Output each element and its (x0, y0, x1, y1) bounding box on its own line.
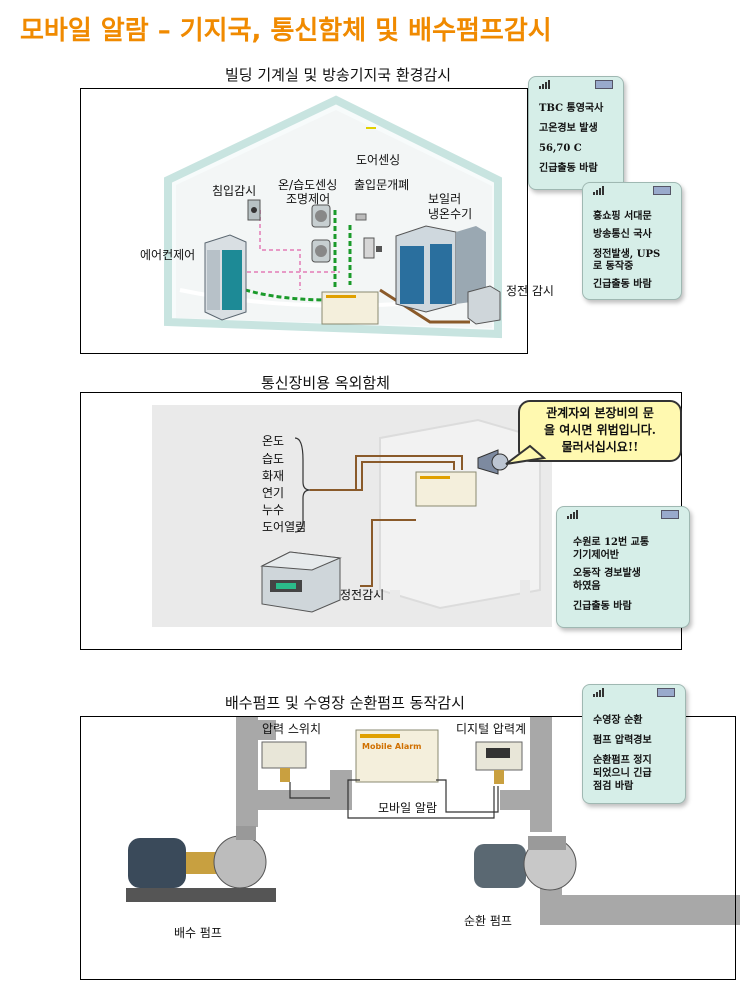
section3-frame (80, 716, 736, 980)
label-power-fail-1: 정전 감시 (506, 284, 554, 298)
sensor-label: 연기 (262, 486, 285, 500)
battery-icon (595, 80, 613, 89)
phone2-line: 긴급출동 바람 (593, 279, 652, 290)
phone1-line: 56,70 C (539, 143, 582, 154)
phone3-line: 수원로 12번 교통 (573, 537, 650, 548)
label-pressure-switch: 압력 스위치 (262, 722, 322, 736)
door-sensor-icon (355, 213, 367, 221)
signal-icon (593, 186, 604, 195)
bubble-line: 물러서십시요!! (561, 440, 639, 454)
aircon-unit-icon (204, 234, 247, 321)
bubble-line: 관계자외 본장비의 문 (546, 406, 654, 420)
mobile-alarm-device-3 (355, 729, 439, 783)
signal-icon (539, 80, 550, 89)
phone3-line: 긴급출동 바람 (573, 601, 632, 612)
signal-icon (567, 510, 578, 519)
device-brand: Mobile Alarm (362, 742, 422, 751)
phone-alert-1: TBC 통영국사 고온경보 발생 56,70 C 긴급출동 바람 (528, 76, 624, 190)
section1-title: 빌딩 기계실 및 방송기지국 환경감시 (225, 66, 452, 84)
label-power-fail-2: 정전감시 (340, 588, 385, 602)
section3-title: 배수펌프 및 수영장 순환펌프 동작감시 (225, 694, 465, 712)
label-circ-pump: 순환 펌프 (464, 914, 512, 928)
phone4-line: 수영장 순환 (593, 715, 643, 726)
drain-pump-icon (126, 826, 276, 902)
phone1-line: 고온경보 발생 (539, 123, 598, 134)
phone2-line: 정전발생, UPS (593, 249, 661, 260)
label-access-control: 출입문개폐 (354, 178, 410, 192)
ups-generator-icon (260, 551, 342, 613)
label-boiler: 보일러 (428, 192, 462, 206)
phone4-line: 되었으니 긴급 (593, 768, 652, 779)
page-title: 모바일 알람 – 기지국, 통신함체 및 배수펌프감시 (20, 16, 552, 46)
phone4-line: 점검 바람 (593, 781, 634, 792)
phone3-line: 하였음 (573, 581, 601, 592)
phone1-line: 긴급출동 바람 (539, 163, 598, 174)
label-chiller: 냉온수기 (428, 207, 473, 221)
phone2-line: 방송통신 국사 (593, 229, 652, 240)
label-digital-gauge: 디지털 압력계 (456, 722, 527, 736)
digital-gauge-icon (475, 741, 523, 784)
battery-icon (661, 510, 679, 519)
phone4-line: 펌프 압력경보 (593, 735, 652, 746)
label-drain-pump: 배수 펌프 (174, 926, 222, 940)
label-intrusion: 침입감시 (212, 184, 257, 198)
phone1-line: TBC 통영국사 (539, 103, 604, 114)
mobile-alarm-device-2 (415, 471, 477, 507)
phone-alert-4: 수영장 순환 펌프 압력경보 순환펌프 정지 되었으니 긴급 점검 바람 (582, 684, 686, 804)
intrusion-sensor-icon (247, 199, 261, 221)
phone3-line: 오동작 경보발생 (573, 568, 641, 579)
phone2-line: 로 동작중 (593, 261, 634, 272)
circulation-pump-icon (474, 836, 577, 891)
label-aircon: 에어컨제어 (140, 248, 196, 262)
phone3-line: 기기제어반 (573, 550, 619, 561)
battery-icon (653, 186, 671, 195)
mobile-alarm-device-1 (321, 291, 379, 325)
sensor-label: 누수 (262, 503, 285, 517)
access-control-icon (363, 237, 382, 259)
phone4-line: 순환펌프 정지 (593, 755, 652, 766)
phone-alert-3: 수원로 12번 교통 기기제어반 오동작 경보발생 하였음 긴급출동 바람 (556, 506, 690, 628)
phone-alert-2: 홍쇼핑 서대문 방송통신 국사 정전발생, UPS 로 동작중 긴급출동 바람 (582, 182, 682, 300)
sensor-label: 도어열림 (262, 520, 307, 534)
bubble-line: 을 여시면 위법입니다. (544, 423, 656, 437)
boiler-cabinet-icon (395, 225, 486, 313)
section2-title: 통신장비용 옥외함체 (261, 374, 390, 392)
phone2-line: 홍쇼핑 서대문 (593, 211, 652, 222)
thermo-hygro-sensor-icon (311, 204, 331, 263)
signal-icon (593, 688, 604, 697)
sensor-label: 화재 (262, 469, 285, 483)
sensor-label: 온도 (262, 434, 285, 448)
ups-box-icon (467, 285, 501, 325)
battery-icon (657, 688, 675, 697)
sensor-label: 습도 (262, 452, 285, 466)
warning-bubble: 관계자외 본장비의 문 을 여시면 위법입니다. 물러서십시요!! (518, 400, 682, 462)
pressure-switch-icon (261, 741, 307, 782)
label-temp-humidity: 온/습도센싱 (278, 178, 338, 192)
label-door-sensing: 도어센싱 (356, 153, 401, 167)
label-mobile-alarm: 모바일 알람 (378, 801, 438, 815)
label-lighting: 조명제어 (286, 192, 331, 206)
